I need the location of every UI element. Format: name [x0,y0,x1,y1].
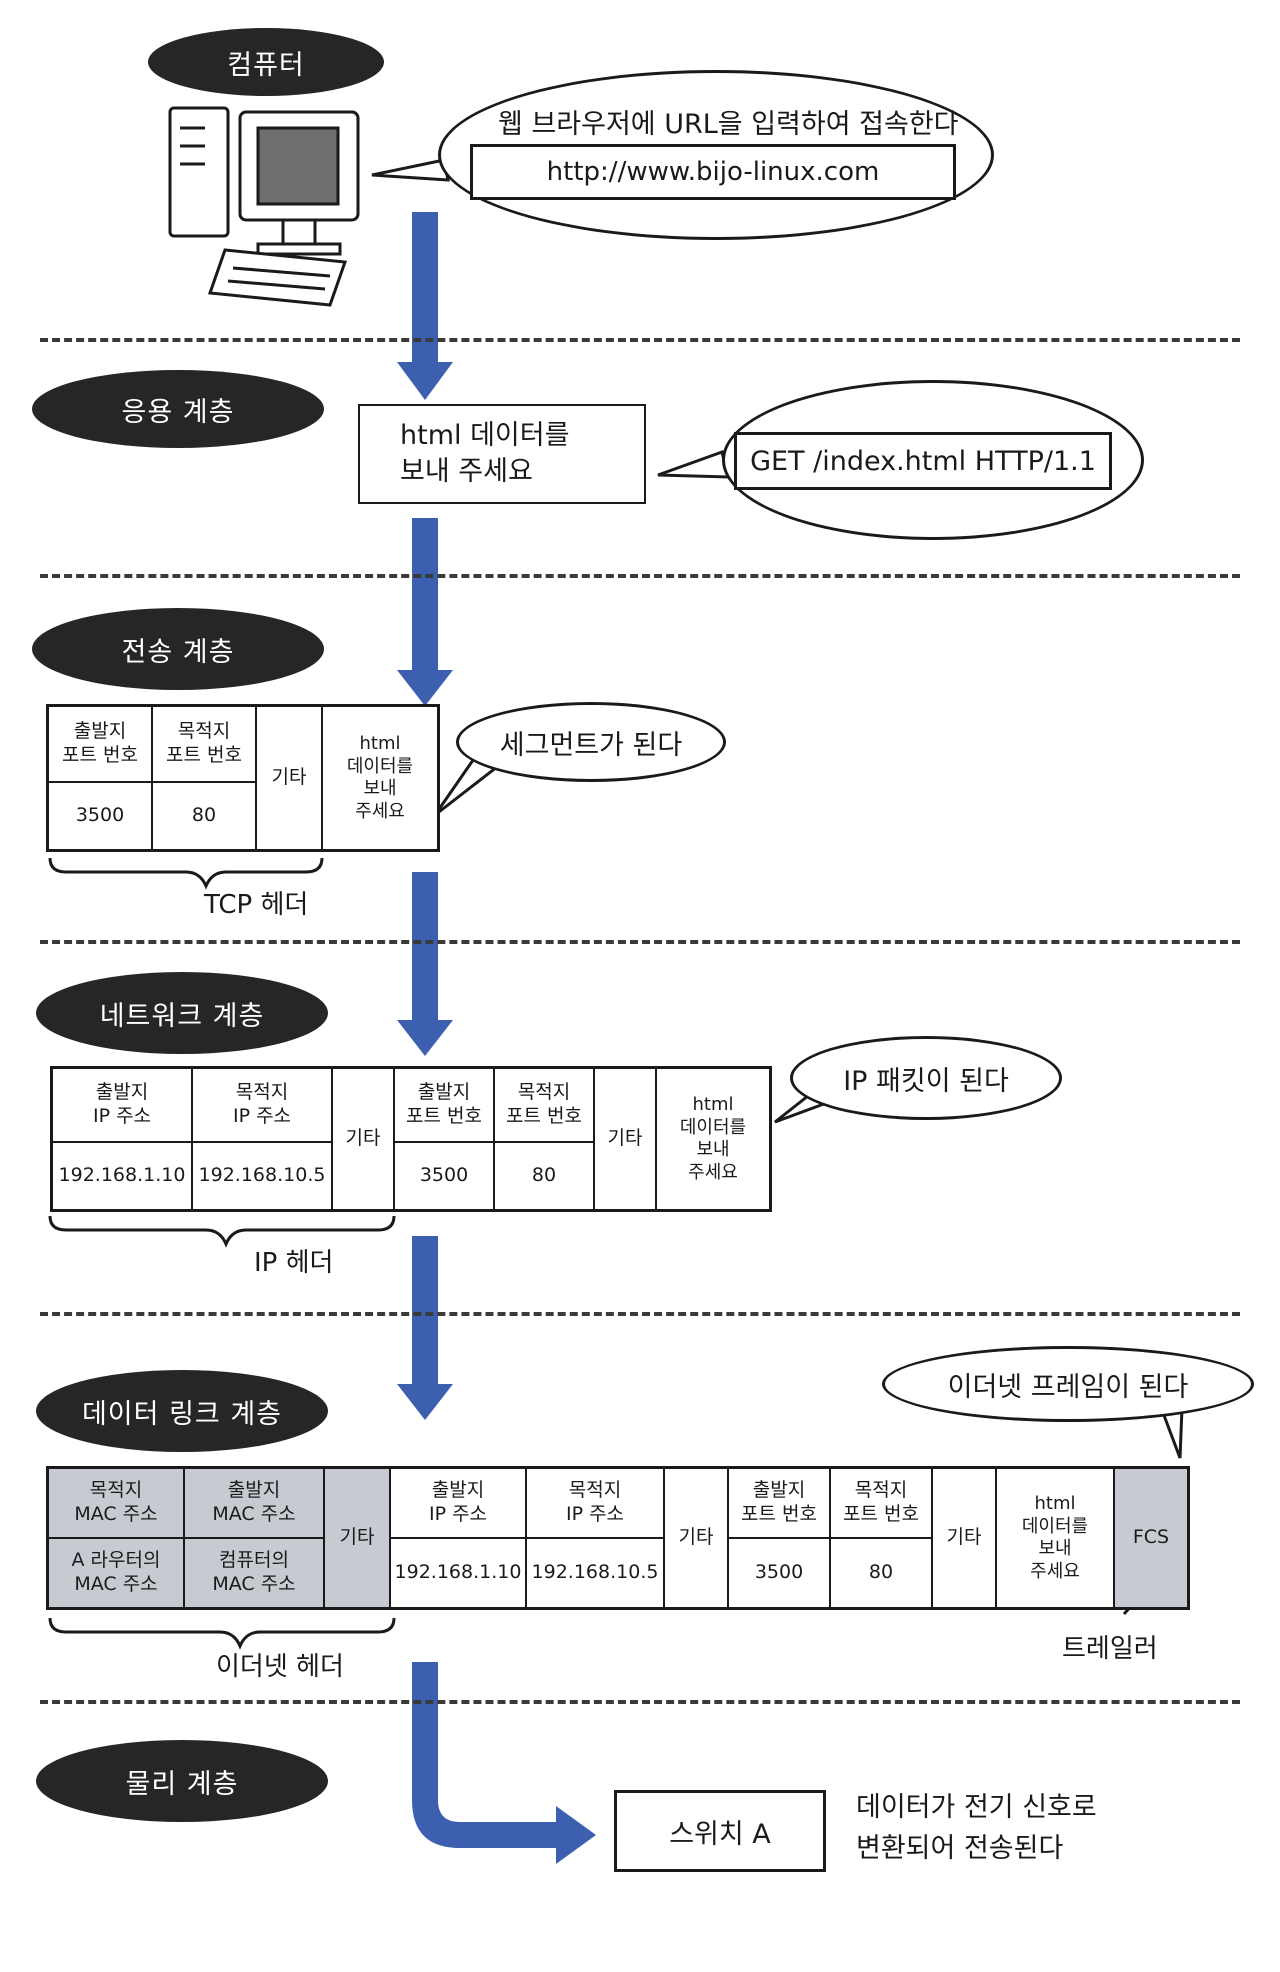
etc-field: 기타 [257,707,323,849]
dst-ip-header: 목적지 IP 주소 [193,1069,333,1143]
ethernet-frame: 목적지 MAC 주소 출발지 MAC 주소 A 라우터의 MAC 주소 컴퓨터의… [46,1466,1190,1610]
dst-port-header: 목적지 포트 번호 [153,707,257,783]
layer-separator [40,1700,1240,1704]
layer-separator [40,338,1240,342]
dst-port-header: 목적지 포트 번호 [831,1469,933,1539]
src-port-header: 출발지 포트 번호 [729,1469,831,1539]
tcp-header-brace [48,857,324,890]
datalink-layer-title: 데이터 링크 계층 [36,1370,328,1452]
ip-packet: 출발지 IP 주소 목적지 IP 주소 192.168.1.10 192.168… [50,1066,772,1212]
dst-ip-header: 목적지 IP 주소 [527,1469,665,1539]
layer-separator [40,940,1240,944]
src-ip-header: 출발지 IP 주소 [53,1069,193,1143]
transport-layer-title: 전송 계층 [32,608,324,690]
physical-note: 데이터가 전기 신호로 변환되어 전송된다 [856,1792,1097,1864]
layer-separator [40,574,1240,578]
frame-speech-bubble: 이더넷 프레임이 된다 [882,1346,1254,1422]
src-port-header: 출발지 포트 번호 [49,707,153,783]
src-port-header: 출발지 포트 번호 [395,1069,495,1143]
dst-port-header: 목적지 포트 번호 [495,1069,595,1143]
ethernet-header-label: 이더넷 헤더 [216,1652,344,1682]
computer-icon [168,106,360,307]
ip-etc-field: 기타 [665,1469,729,1607]
payload-field: html 데이터를 보내 주세요 [997,1469,1115,1607]
switch-a-box: 스위치 A [614,1790,826,1872]
http-request-box: GET /index.html HTTP/1.1 [734,432,1112,490]
url-box: http://www.bijo-linux.com [470,144,956,200]
dst-ip-value: 192.168.10.5 [193,1143,333,1209]
application-layer-title: 응용 계층 [32,370,324,448]
dst-port-value: 80 [831,1539,933,1607]
ethernet-header-brace [48,1617,396,1650]
ip-etc-field: 기타 [333,1069,395,1209]
physical-layer-title: 물리 계층 [36,1740,328,1822]
tcp-etc-field: 기타 [595,1069,657,1209]
arrow-bend-5 [412,1662,596,1864]
src-ip-value: 192.168.1.10 [391,1539,527,1607]
browser-speech-text: 웹 브라우저에 URL을 입력하여 접속한다 [498,109,959,140]
dst-mac-value: A 라우터의 MAC 주소 [49,1539,185,1607]
src-port-value: 3500 [49,783,153,849]
dst-port-value: 80 [153,783,257,849]
trailer-label: 트레일러 [1062,1634,1158,1664]
src-port-value: 3500 [395,1143,495,1209]
payload-field: html 데이터를 보내 주세요 [679,1094,747,1183]
tcp-header-label: TCP 헤더 [204,890,309,920]
arrow-down-1 [397,212,453,400]
network-layer-title: 네트워크 계층 [36,972,328,1054]
layer-separator [40,1312,1240,1316]
arrow-down-3 [397,872,453,1056]
src-mac-value: 컴퓨터의 MAC 주소 [185,1539,325,1607]
dst-port-value: 80 [495,1143,595,1209]
segment-speech-bubble: 세그먼트가 된다 [456,702,726,782]
computer-title: 컴퓨터 [148,28,384,96]
ip-header-brace [48,1215,396,1248]
src-mac-header: 출발지 MAC 주소 [185,1469,325,1539]
payload-field: html 데이터를 보내 주세요 [346,733,414,822]
dst-mac-header: 목적지 MAC 주소 [49,1469,185,1539]
ip-header-label: IP 헤더 [254,1248,334,1278]
mac-etc-field: 기타 [325,1469,391,1607]
dst-ip-value: 192.168.10.5 [527,1539,665,1607]
tcp-etc-field: 기타 [933,1469,997,1607]
src-ip-header: 출발지 IP 주소 [391,1469,527,1539]
src-ip-value: 192.168.1.10 [53,1143,193,1209]
packet-speech-bubble: IP 패킷이 된다 [790,1036,1062,1120]
arrow-down-2 [397,518,453,706]
fcs-field: FCS [1115,1469,1187,1607]
application-data-box: html 데이터를 보내 주세요 [358,404,646,504]
src-port-value: 3500 [729,1539,831,1607]
tcp-segment: 출발지 포트 번호 목적지 포트 번호 3500 80 기타 html 데이터를… [46,704,440,852]
arrow-down-4 [397,1236,453,1420]
